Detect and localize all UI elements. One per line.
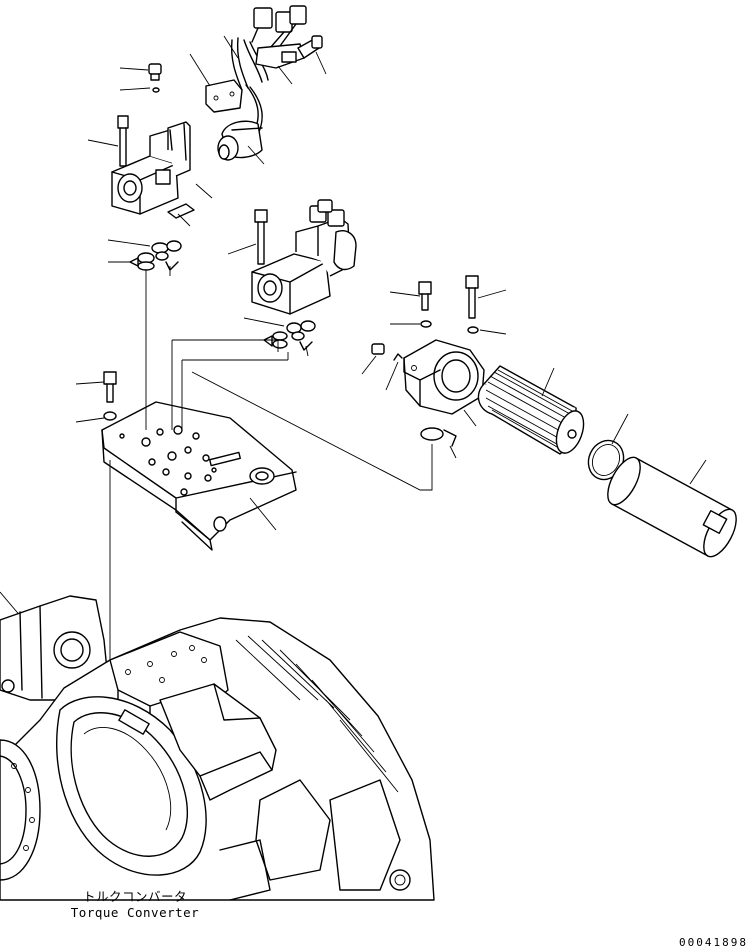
assembly-guide-lines: [109, 270, 433, 660]
upper-orings: [129, 240, 182, 271]
torque-converter-caption-japanese: トルクコンバータ: [82, 889, 187, 904]
transmission-case: [0, 595, 435, 901]
filter-oring: [587, 439, 625, 481]
drawing-number: 00041898: [679, 936, 748, 949]
harness-mount-plate: [205, 79, 243, 113]
valve-manifold-plate: [101, 371, 297, 551]
middle-solenoid-valve: [251, 199, 357, 315]
filter-case: [607, 456, 737, 558]
filter-element: [477, 365, 585, 455]
wiring-harness: [221, 5, 323, 146]
plug-and-washer: [148, 63, 162, 93]
torque-converter-caption-english: Torque Converter: [70, 905, 200, 920]
leader-lines: [0, 35, 707, 619]
upper-solenoid-valve: [111, 115, 263, 219]
filter-housing: [371, 275, 485, 447]
middle-orings: [263, 320, 316, 351]
